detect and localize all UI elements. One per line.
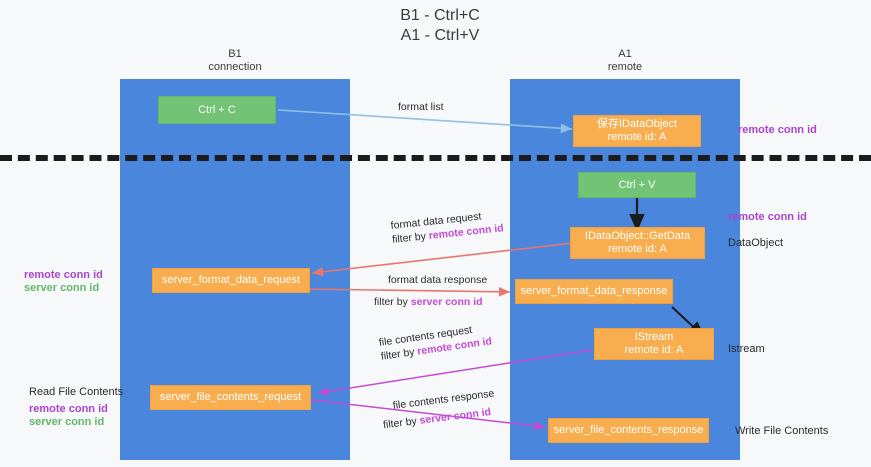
arrow-label-file-contents-response-filter: filter by bbox=[382, 414, 421, 432]
arrow-label-file-contents-response-key: server conn id bbox=[418, 406, 492, 427]
box-istream-line1: IStream bbox=[634, 331, 674, 343]
box-getdata-line1: IDataObject::GetData bbox=[584, 230, 691, 242]
box-istream-line2: remote id: A bbox=[624, 344, 684, 356]
arrow-label-format-data-response-filter: filter by bbox=[374, 296, 411, 308]
left-label-read-file-contents: Read File Contents bbox=[29, 386, 124, 398]
arrow-label-format-data-response-text: format data response bbox=[388, 274, 488, 286]
box-istream[interactable]: IStream remote id: A bbox=[594, 328, 714, 360]
title-line-2: A1 - Ctrl+V bbox=[400, 27, 480, 44]
box-ctrl-v[interactable]: Ctrl + V bbox=[578, 172, 696, 198]
title-line-1: B1 - Ctrl+C bbox=[400, 7, 480, 24]
lane-header-a1: A1 remote bbox=[510, 48, 740, 74]
diagram-title: B1 - Ctrl+C A1 - Ctrl+V bbox=[335, 6, 545, 46]
box-ctrl-c[interactable]: Ctrl + C bbox=[158, 96, 276, 124]
right-label-istream: Istream bbox=[728, 343, 765, 355]
right-label-write-file-contents: Write File Contents bbox=[735, 425, 829, 437]
lane-b1-name: B1 bbox=[228, 48, 242, 60]
arrow-label-format-list: format list bbox=[398, 100, 444, 114]
box-save-idataobject-line1: 保存IDataObject bbox=[596, 118, 678, 130]
left-label-server-conn-id-bottom: server conn id bbox=[29, 416, 105, 428]
box-getdata-line2: remote id: A bbox=[608, 243, 667, 255]
lane-header-b1: B1 connection bbox=[120, 48, 350, 74]
box-save-idataobject-line2: remote id: A bbox=[607, 131, 667, 143]
arrow-label-file-contents-request: file contents request filter by remote c… bbox=[378, 320, 493, 363]
arrow-label-file-contents-response: file contents response filter by server … bbox=[382, 387, 497, 432]
arrow-label-format-list-text: format list bbox=[398, 101, 444, 113]
lane-a1-name: A1 bbox=[618, 48, 632, 60]
box-server-format-data-request-label: server_format_data_request bbox=[161, 274, 301, 286]
right-label-remote-conn-id-mid: remote conn id bbox=[728, 211, 807, 223]
arrow-label-format-data-response-key: server conn id bbox=[410, 296, 483, 308]
phase-divider bbox=[0, 155, 871, 161]
box-ctrl-v-label: Ctrl + V bbox=[618, 178, 656, 191]
box-server-file-contents-response[interactable]: server_file_contents_response bbox=[548, 418, 709, 443]
box-server-file-contents-request[interactable]: server_file_contents_request bbox=[150, 385, 311, 410]
box-server-format-data-request[interactable]: server_format_data_request bbox=[152, 268, 310, 293]
arrow-label-file-contents-request-filter: filter by bbox=[380, 345, 419, 363]
box-server-format-data-response[interactable]: server_format_data_response bbox=[515, 279, 673, 304]
box-getdata[interactable]: IDataObject::GetData remote id: A bbox=[570, 227, 705, 259]
left-label-remote-conn-id-bottom: remote conn id bbox=[29, 403, 108, 415]
right-label-remote-conn-id-top: remote conn id bbox=[738, 124, 817, 136]
left-label-remote-conn-id-mid: remote conn id bbox=[24, 269, 103, 281]
box-server-format-data-response-label: server_format_data_response bbox=[520, 285, 668, 297]
arrow-label-format-data-request: format data request filter by remote con… bbox=[390, 207, 504, 247]
right-label-dataobject: DataObject bbox=[728, 237, 784, 249]
box-server-file-contents-request-label: server_file_contents_request bbox=[159, 391, 302, 403]
left-label-server-conn-id-mid: server conn id bbox=[24, 282, 100, 294]
arrow-label-format-data-request-filter: filter by bbox=[391, 230, 430, 246]
lane-b1-role: connection bbox=[208, 61, 262, 73]
arrow-label-format-data-response: format data response filter by server co… bbox=[374, 273, 488, 309]
box-server-file-contents-response-label: server_file_contents_response bbox=[553, 424, 704, 436]
box-ctrl-c-label: Ctrl + C bbox=[198, 103, 236, 116]
lane-a1-role: remote bbox=[607, 61, 643, 73]
box-save-idataobject[interactable]: 保存IDataObject remote id: A bbox=[573, 115, 701, 147]
